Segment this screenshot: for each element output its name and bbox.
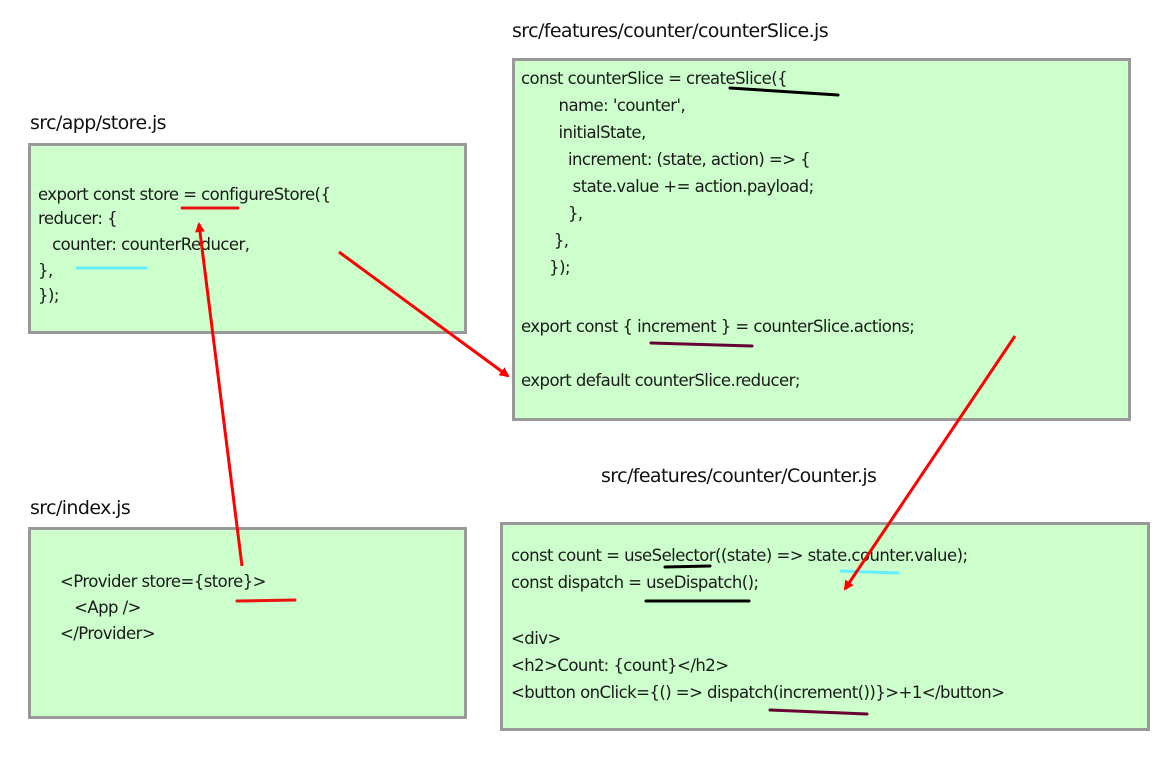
code-line: initialState, [521,123,647,142]
code-line: export const { increment } = counterSlic… [521,317,915,336]
code-line: export default counterSlice.reducer; [521,371,800,390]
code-line: }, [521,204,583,223]
code-line: counter: counterReducer, [38,235,250,254]
code-box-store [28,143,467,334]
code-line: const dispatch = useDispatch(); [511,573,759,592]
code-line: <App /> [60,598,141,617]
code-line: }, [38,261,53,280]
code-line: }); [38,286,59,305]
code-line: name: 'counter', [521,96,686,115]
code-line: <div> [511,629,561,648]
code-line: <button onClick={() => dispatch(incremen… [511,683,1005,702]
code-line: }); [521,258,571,277]
file-label-index: src/index.js [30,497,131,519]
file-label-counter: src/features/counter/Counter.js [601,465,877,487]
code-line: }, [521,231,569,250]
code-line: <Provider store={store}> [60,572,266,591]
file-label-store: src/app/store.js [30,112,167,134]
code-line: increment: (state, action) => { [521,150,811,169]
code-box-counter [500,522,1150,731]
code-line: </Provider> [60,624,156,643]
code-box-slice [512,58,1131,421]
code-line: const counterSlice = createSlice({ [521,69,788,88]
code-line: const count = useSelector((state) => sta… [511,546,968,565]
file-label-slice: src/features/counter/counterSlice.js [512,20,829,42]
code-line: reducer: { [38,209,118,228]
code-line: state.value += action.payload; [521,177,815,196]
code-line: <h2>Count: {count}</h2> [511,656,729,675]
code-line: export const store = configureStore({ [38,185,331,204]
code-box-index [28,527,467,719]
